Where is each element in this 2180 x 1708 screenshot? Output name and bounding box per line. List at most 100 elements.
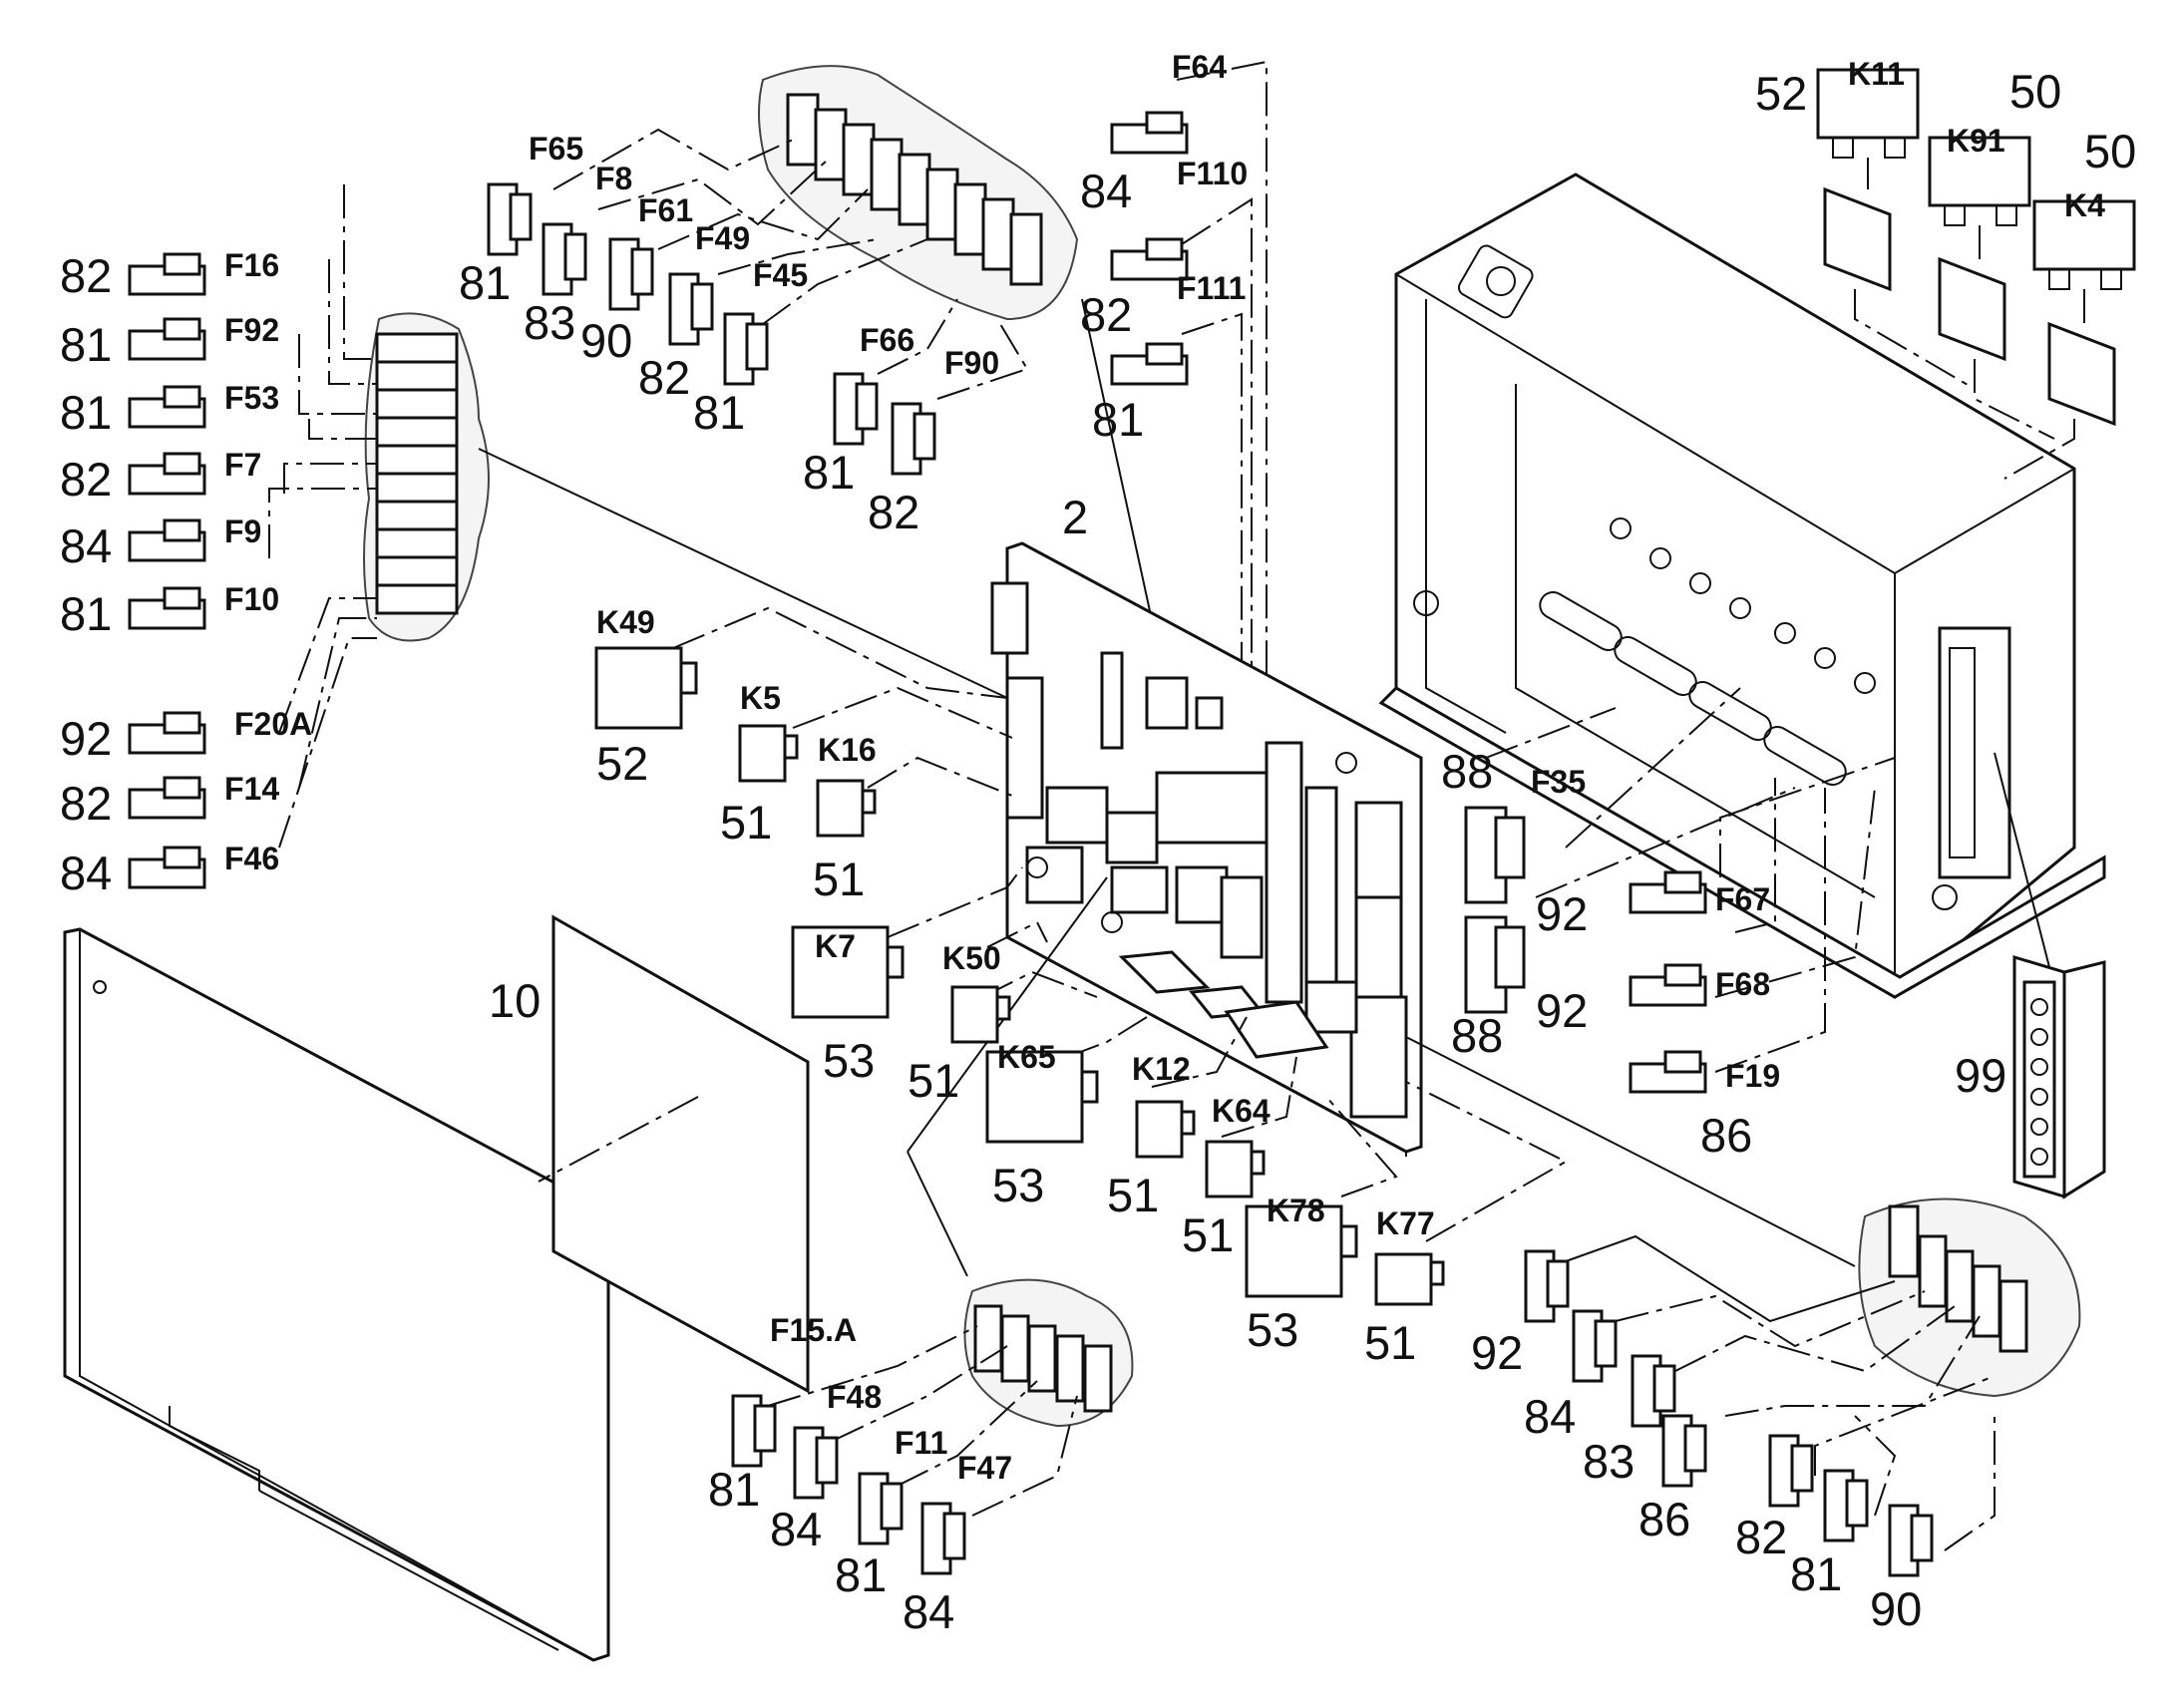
callout-number: 52	[1755, 67, 1807, 120]
fuse-f8: 83 F8	[524, 161, 632, 349]
callout-number: 82	[1735, 1511, 1787, 1563]
callout-number: 82	[638, 351, 690, 404]
fuse-code: F15.A	[770, 1312, 857, 1348]
relay-k7: K7 53	[791, 925, 905, 1087]
fuse-f64: 84 F64	[1080, 49, 1227, 217]
connector-99: 99	[1955, 752, 2106, 1199]
callout-number: 51	[720, 796, 772, 849]
fuse-code: F110	[1177, 156, 1248, 191]
callout-number: 82	[60, 453, 112, 506]
callout-number: 86	[1638, 1493, 1690, 1545]
callout-number: 52	[596, 737, 648, 790]
fuses-right: F35 88 88 92 F67 92 F68 86 F19	[1441, 687, 1896, 1162]
relay-code: K78	[1267, 1193, 1325, 1228]
fuse-f16: 82 F16	[60, 247, 279, 302]
relay-code: K49	[596, 604, 655, 640]
board-label: 2	[1062, 491, 1088, 543]
fuse-f110: 82 F110	[1080, 156, 1248, 341]
callout-number: 82	[60, 249, 112, 302]
fuse-f53: 81 F53	[60, 380, 279, 439]
callout-number: 53	[992, 1159, 1044, 1211]
cover-label: 10	[489, 974, 541, 1027]
callout-number: 51	[1107, 1169, 1159, 1221]
fuse-code: F19	[1725, 1058, 1780, 1094]
top-fuse-holder	[552, 65, 1183, 759]
callout-number: 81	[1092, 393, 1144, 446]
fuse-br-2: 84	[1524, 1309, 1618, 1443]
fuse-code: F16	[224, 247, 279, 283]
callout-number: 83	[524, 296, 575, 349]
fuse-code: F111	[1177, 270, 1246, 306]
fuses-bottom-right: 92 84 83 86 82 81 90	[1471, 1249, 1934, 1635]
callout-number: 92	[60, 712, 112, 765]
relay-k11: K11 52	[1755, 56, 1920, 189]
fuse-f68: 92 F68	[1536, 963, 1770, 1037]
callout-number: 81	[1790, 1547, 1842, 1600]
relay-code: K5	[740, 680, 781, 716]
fuse-br-1: 92	[1471, 1249, 1570, 1379]
fuse-f65: 81 F65	[459, 131, 583, 309]
callout-number: 84	[60, 519, 112, 572]
callout-number: 81	[60, 587, 112, 640]
fuse-f7: 82 F7	[60, 447, 261, 506]
fuse-br-6: 81	[1790, 1469, 1869, 1600]
connector-label: 99	[1955, 1049, 2006, 1102]
fuse-f10: 81 F10	[60, 581, 279, 640]
fuse-code: F10	[224, 581, 279, 617]
fuse-f19: 86 F19	[1629, 1050, 1780, 1162]
fuses-center: 84 F64 82 F110 81 F111	[1080, 49, 1268, 758]
left-fuse-holder	[268, 184, 1008, 849]
fuse-br-5: 82	[1735, 1434, 1814, 1563]
fuse-br-7: 90	[1870, 1504, 1934, 1635]
relay-k77: K77 51	[1364, 1205, 1445, 1369]
callout-number: 81	[803, 446, 855, 499]
relay-bases-top-right	[1823, 186, 2116, 480]
fuses-bottom-left: 81 F15.A 84 F48 81 F11 84 F47	[708, 1312, 1012, 1638]
callout-number: 92	[1471, 1326, 1523, 1379]
fuse-f111: 81 F111	[1092, 270, 1246, 446]
relay-code: K16	[818, 732, 877, 768]
fuse-code: F92	[224, 312, 279, 348]
cover-plate: 10	[63, 914, 810, 1662]
callout-number: 82	[868, 486, 919, 538]
fuse-code: F14	[224, 771, 279, 807]
callout-number: 53	[823, 1034, 875, 1087]
callout-number: 84	[60, 847, 112, 899]
fuse-f49: 82 F49	[638, 220, 750, 404]
bottom-left-fuse-holder	[767, 1278, 1134, 1517]
fuse-f90: 82 F90	[868, 345, 999, 538]
callout-number: 81	[835, 1548, 887, 1601]
relay-code: K4	[2064, 187, 2105, 223]
fuse-f11: 81 F11	[835, 1425, 947, 1601]
callout-number: 51	[1364, 1316, 1416, 1369]
callout-number: 84	[770, 1503, 822, 1555]
relay-code: K91	[1947, 123, 2005, 159]
relay-k91: K91 50	[1928, 65, 2061, 259]
fuse-code: F11	[895, 1425, 947, 1461]
callout-number: 90	[580, 314, 632, 367]
fuse-f66: 81 F66	[803, 322, 914, 499]
callout-number: 81	[693, 386, 745, 439]
callout-number: 90	[1870, 1582, 1922, 1635]
fuse-f20a: 92 F20A	[60, 706, 312, 765]
relay-k50: K50 51	[908, 940, 1011, 1107]
fuse-f92: 81 F92	[60, 312, 279, 371]
fuses-left-column: 82 F16 81 F92 81 F53 82 F7 84 F9 81 F10	[60, 247, 312, 899]
fuse-code: F20A	[234, 706, 312, 742]
enclosure-box	[1378, 172, 2106, 999]
callout-number: 50	[2084, 125, 2136, 177]
fuse-code: F47	[957, 1450, 1012, 1486]
callout-number: 81	[708, 1463, 760, 1516]
relay-code: K64	[1212, 1093, 1271, 1129]
fuse-code: F7	[224, 447, 261, 483]
fuse-code: F68	[1715, 966, 1770, 1002]
relay-code: K12	[1132, 1051, 1191, 1087]
fuse-f14: 82 F14	[60, 771, 279, 830]
fuse-f61: 90 F61	[580, 192, 693, 367]
fuse-code: F64	[1172, 49, 1227, 85]
fuse-code: F35	[1531, 764, 1586, 800]
fuse-f48: 84 F48	[770, 1379, 882, 1555]
relay-k49: K49 52	[594, 604, 698, 790]
relay-k65: K65 53	[985, 1039, 1099, 1211]
callout-number: 92	[1536, 984, 1588, 1037]
